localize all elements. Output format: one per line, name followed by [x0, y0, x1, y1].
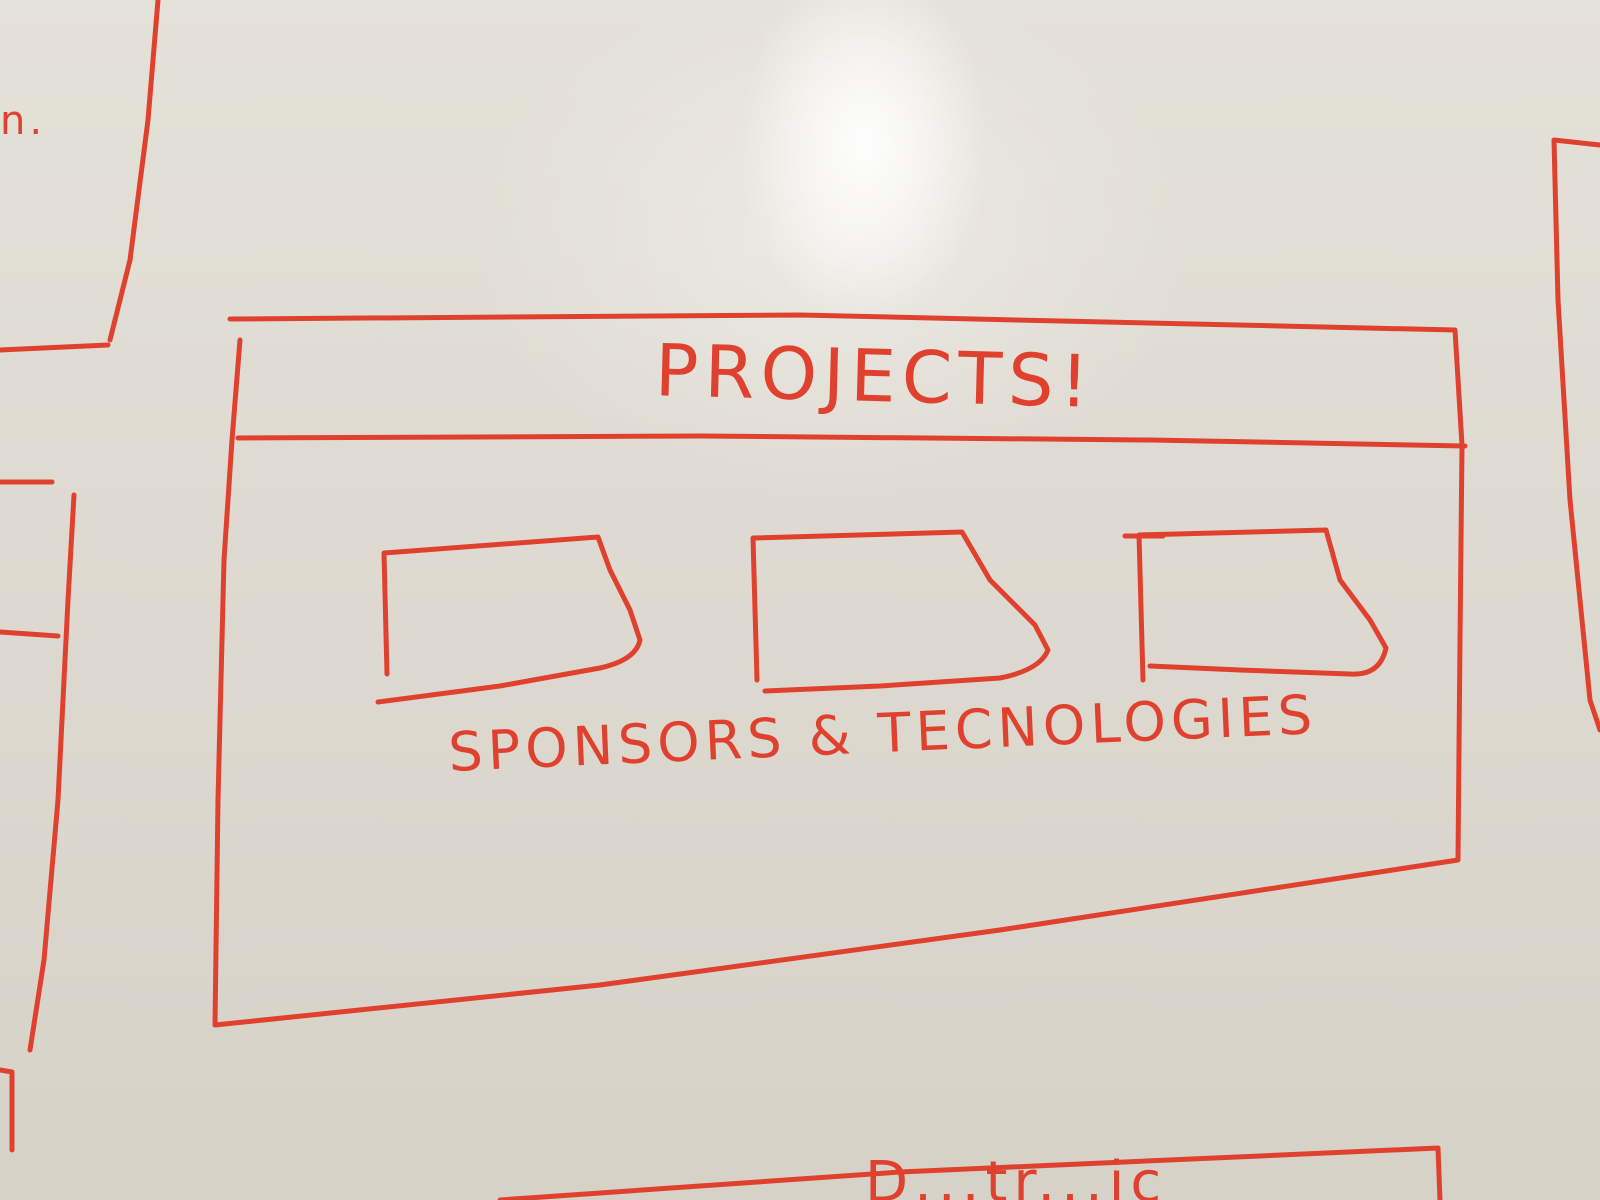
left-fragment-text: n. [0, 98, 47, 144]
left-partial-box-bottom [0, 1067, 15, 1153]
card-2-shape [750, 529, 1051, 694]
left-partial-box-middle [0, 479, 77, 1053]
bottom-partial-box [497, 1145, 1443, 1200]
right-partial-box [1551, 137, 1600, 733]
bottom-fragment-text: D...tr...ic [865, 1150, 1168, 1200]
card-1-shape [375, 534, 643, 705]
page-title: PROJECTS! [653, 328, 1096, 424]
page-frame [212, 312, 1465, 1028]
card-3-shape [1122, 527, 1389, 683]
header-divider [235, 433, 1468, 449]
left-partial-box-top [0, 0, 161, 353]
